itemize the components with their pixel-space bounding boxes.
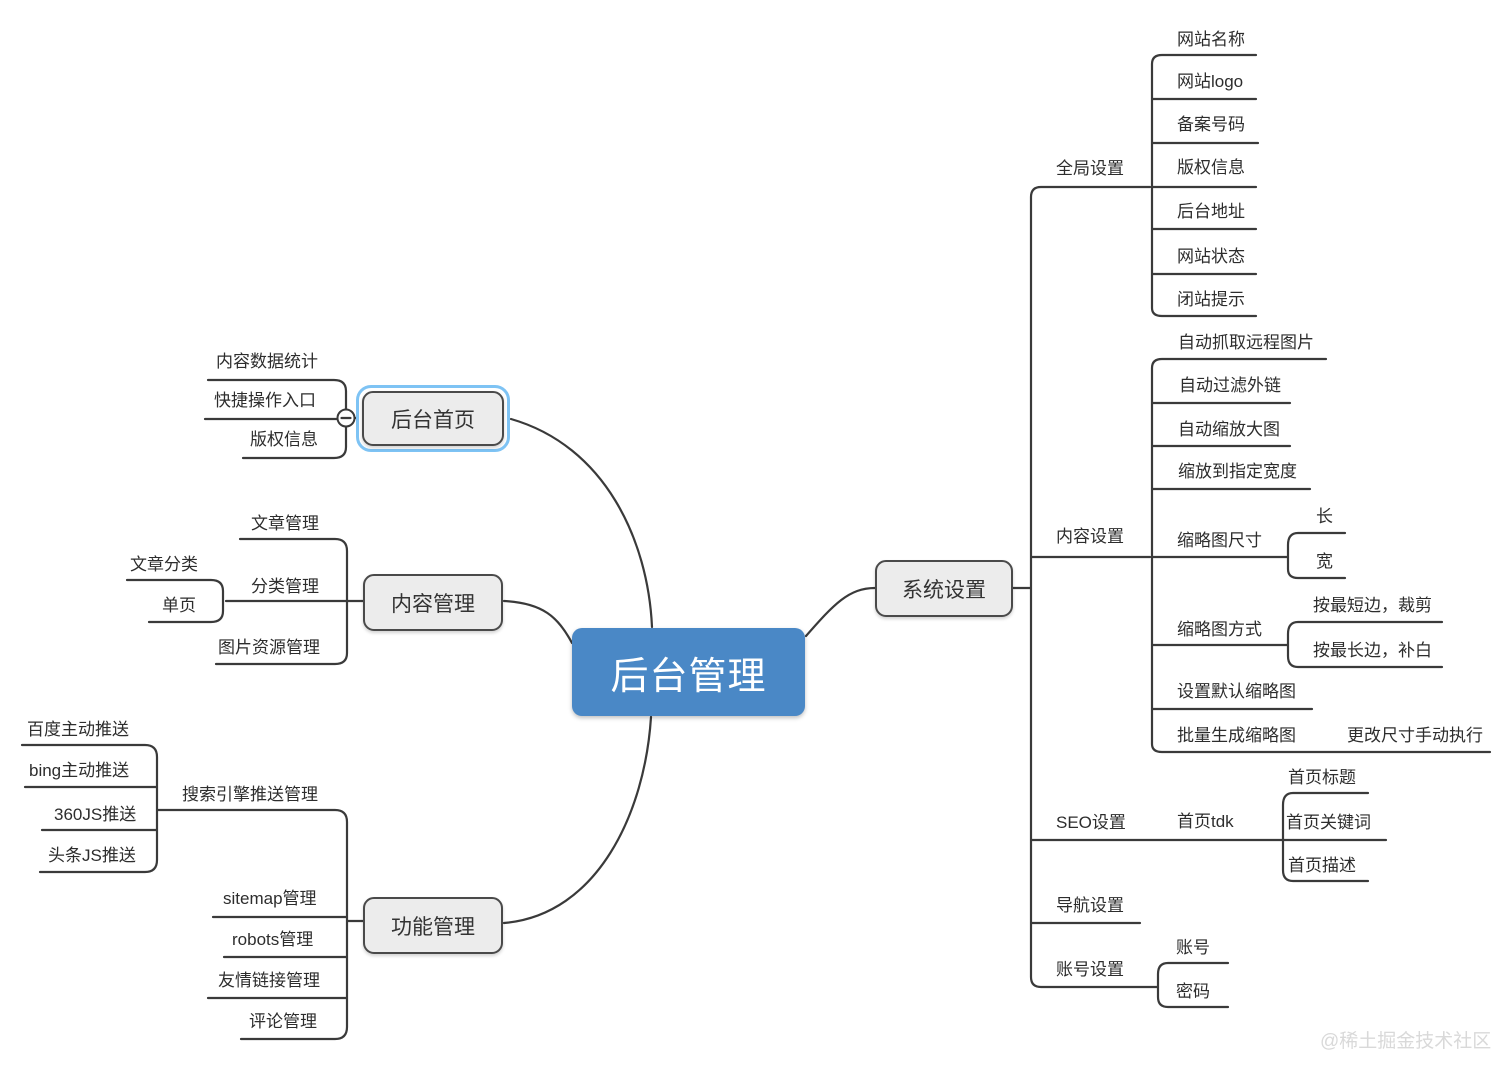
topic-account-settings[interactable]: 账号设置 bbox=[1056, 960, 1124, 979]
function-mgmt-connectors bbox=[20, 743, 365, 1041]
topic-scale-to-width[interactable]: 缩放到指定宽度 bbox=[1178, 462, 1297, 481]
root-node-label: 后台管理 bbox=[610, 655, 767, 698]
topic-site-closed-notice[interactable]: 闭站提示 bbox=[1177, 290, 1245, 309]
topic-admin-url[interactable]: 后台地址 bbox=[1177, 202, 1245, 221]
root-branch-curves bbox=[502, 417, 877, 925]
topic-width[interactable]: 宽 bbox=[1316, 552, 1333, 571]
admin-home-node-box: 后台首页 bbox=[362, 391, 504, 446]
topic-site-name[interactable]: 网站名称 bbox=[1177, 30, 1245, 49]
topic-friend-links-mgmt[interactable]: 友情链接管理 bbox=[218, 971, 320, 990]
topic-auto-scale-large-images[interactable]: 自动缩放大图 bbox=[1178, 420, 1280, 439]
topic-global-settings[interactable]: 全局设置 bbox=[1056, 159, 1124, 178]
topic-pad-by-longest-edge[interactable]: 按最长边，补白 bbox=[1313, 641, 1432, 660]
topic-password[interactable]: 密码 bbox=[1176, 982, 1210, 1001]
topic-homepage-keywords[interactable]: 首页关键词 bbox=[1286, 813, 1371, 832]
topic-quick-actions[interactable]: 快捷操作入口 bbox=[214, 391, 316, 410]
topic-copyright-left[interactable]: 版权信息 bbox=[250, 430, 318, 449]
topic-icp-number[interactable]: 备案号码 bbox=[1177, 115, 1245, 134]
topic-content-settings[interactable]: 内容设置 bbox=[1056, 527, 1124, 546]
topic-thumbnail-mode[interactable]: 缩略图方式 bbox=[1177, 620, 1262, 639]
admin-home-connectors bbox=[203, 378, 359, 460]
admin-home-node[interactable]: 后台首页 bbox=[356, 385, 510, 452]
topic-image-resource-mgmt[interactable]: 图片资源管理 bbox=[218, 638, 320, 657]
topic-default-thumbnail[interactable]: 设置默认缩略图 bbox=[1177, 682, 1296, 701]
topic-toutiao-js-push[interactable]: 头条JS推送 bbox=[48, 846, 136, 865]
function-mgmt-node[interactable]: 功能管理 bbox=[363, 897, 503, 954]
topic-sitemap-mgmt[interactable]: sitemap管理 bbox=[223, 889, 317, 908]
root-node[interactable]: 后台管理 bbox=[572, 628, 805, 716]
system-settings-label: 系统设置 bbox=[902, 578, 986, 602]
topic-nav-settings[interactable]: 导航设置 bbox=[1056, 896, 1124, 915]
topic-auto-fetch-remote-images[interactable]: 自动抓取远程图片 bbox=[1178, 333, 1314, 352]
topic-auto-filter-external-links[interactable]: 自动过滤外链 bbox=[1179, 376, 1281, 395]
topic-search-engine-push-mgmt[interactable]: 搜索引擎推送管理 bbox=[182, 785, 318, 804]
topic-article-mgmt[interactable]: 文章管理 bbox=[251, 514, 319, 533]
content-mgmt-label: 内容管理 bbox=[391, 592, 475, 616]
topic-homepage-description[interactable]: 首页描述 bbox=[1288, 856, 1356, 875]
collapse-minus-button[interactable] bbox=[336, 408, 356, 428]
content-mgmt-connectors bbox=[125, 537, 365, 666]
content-mgmt-node[interactable]: 内容管理 bbox=[363, 574, 503, 631]
system-settings-node[interactable]: 系统设置 bbox=[875, 560, 1013, 617]
function-mgmt-label: 功能管理 bbox=[391, 915, 475, 939]
topic-single-page[interactable]: 单页 bbox=[162, 596, 196, 615]
topic-article-category[interactable]: 文章分类 bbox=[130, 555, 198, 574]
topic-length[interactable]: 长 bbox=[1316, 507, 1333, 526]
topic-robots-mgmt[interactable]: robots管理 bbox=[232, 930, 314, 949]
topic-comment-mgmt[interactable]: 评论管理 bbox=[249, 1012, 317, 1031]
system-settings-connectors bbox=[1011, 53, 1492, 1009]
topic-seo-settings[interactable]: SEO设置 bbox=[1056, 813, 1126, 832]
topic-manual-resize-execution[interactable]: 更改尺寸手动执行 bbox=[1347, 726, 1483, 745]
topic-homepage-title[interactable]: 首页标题 bbox=[1288, 768, 1356, 787]
topic-copyright-right[interactable]: 版权信息 bbox=[1177, 158, 1245, 177]
topic-site-status[interactable]: 网站状态 bbox=[1177, 247, 1245, 266]
topic-crop-by-shortest-edge[interactable]: 按最短边，裁剪 bbox=[1313, 596, 1432, 615]
topic-baidu-push[interactable]: 百度主动推送 bbox=[27, 720, 129, 739]
topic-batch-generate-thumbnails[interactable]: 批量生成缩略图 bbox=[1177, 726, 1296, 745]
topic-account[interactable]: 账号 bbox=[1176, 938, 1210, 957]
topic-thumbnail-size[interactable]: 缩略图尺寸 bbox=[1177, 531, 1262, 550]
watermark: @稀土掘金技术社区 bbox=[1320, 1031, 1492, 1052]
topic-content-stats[interactable]: 内容数据统计 bbox=[216, 352, 318, 371]
topic-site-logo[interactable]: 网站logo bbox=[1177, 72, 1244, 91]
topic-bing-push[interactable]: bing主动推送 bbox=[29, 761, 130, 780]
topic-category-mgmt[interactable]: 分类管理 bbox=[251, 577, 319, 596]
topic-homepage-tdk[interactable]: 首页tdk bbox=[1177, 812, 1234, 831]
admin-home-label: 后台首页 bbox=[391, 408, 475, 432]
topic-360js-push[interactable]: 360JS推送 bbox=[54, 805, 137, 824]
